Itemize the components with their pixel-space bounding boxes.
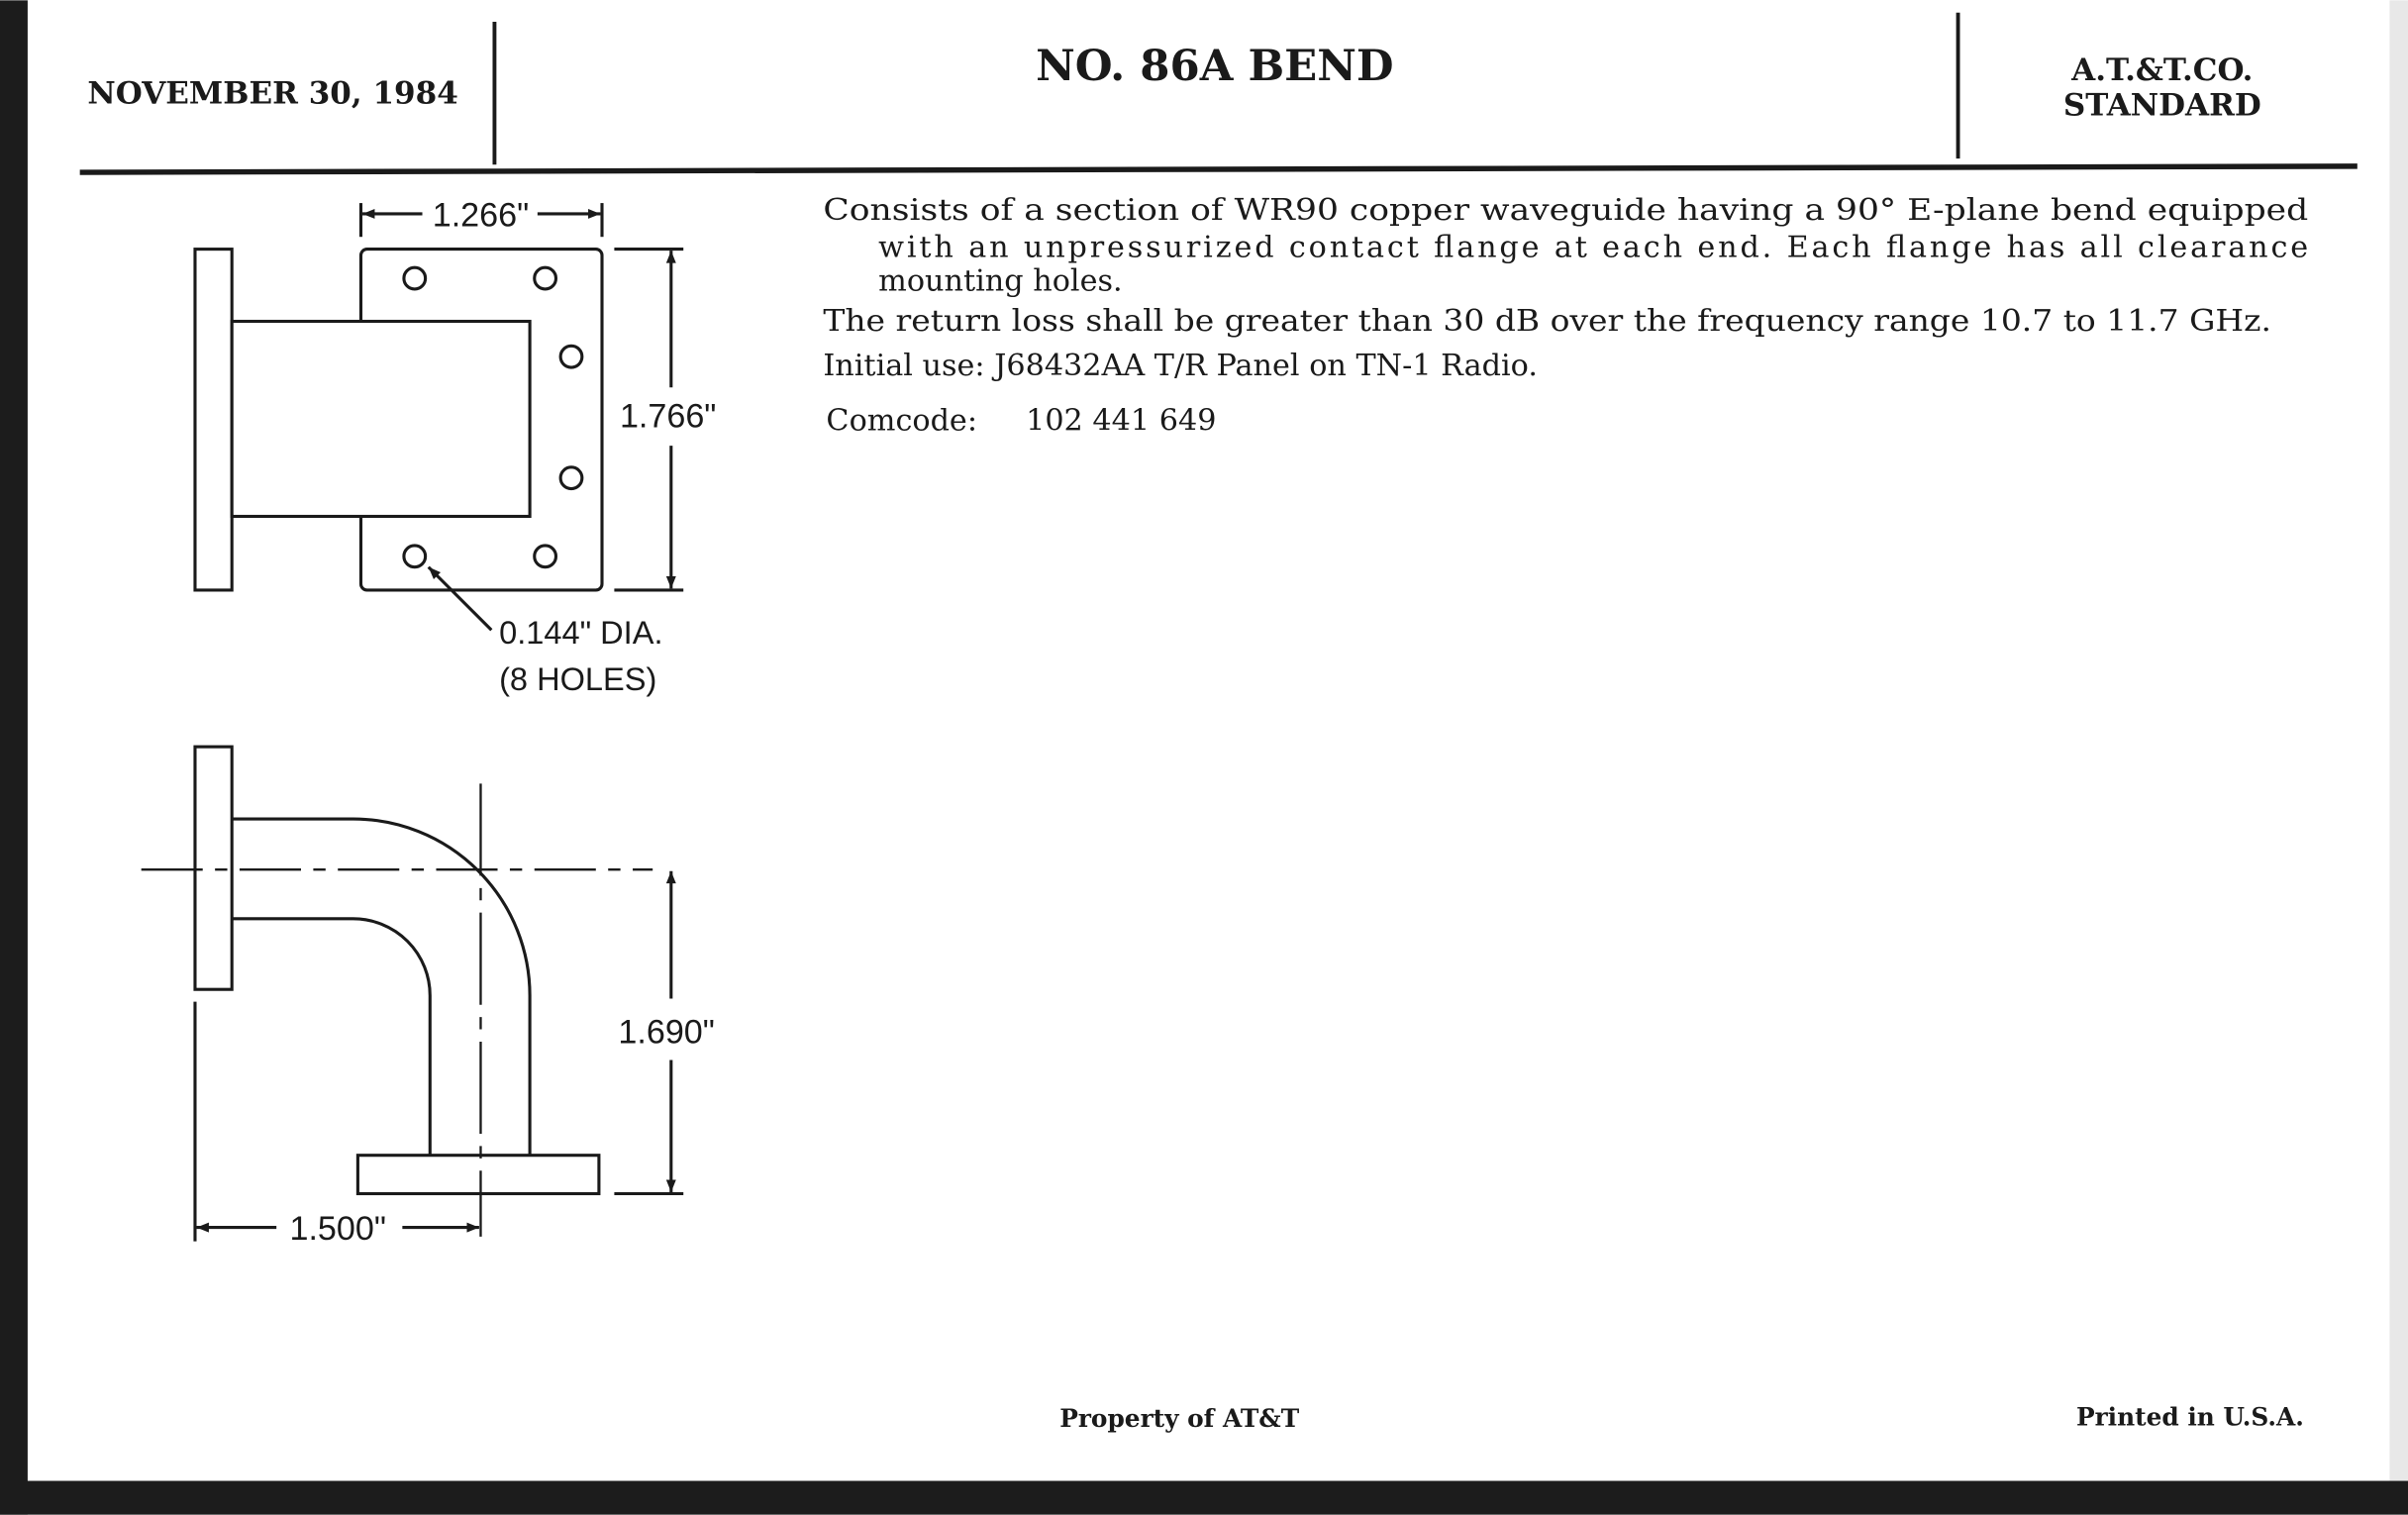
- comcode-value: 102 441 649: [1026, 404, 1216, 439]
- waveguide-body: [230, 319, 532, 519]
- standard-label: A.T.&T.CO.: [2070, 52, 2253, 88]
- top-view-drawing: 1.266" 1.766" 0.144" DIA. (8 HOLES): [193, 196, 716, 697]
- page-title: NO. 86A BEND: [1036, 41, 1393, 91]
- bottom-flange: [355, 1154, 601, 1196]
- hole: [402, 544, 428, 569]
- left-flange: [193, 745, 234, 991]
- initial-use-text: Initial use: J68432AA T/R Panel on TN-1 …: [823, 349, 1538, 383]
- comcode-label: Comcode:: [826, 404, 977, 439]
- hole-note: 0.144" DIA.: [499, 615, 662, 651]
- hole: [533, 544, 558, 569]
- side-view-drawing: 1.690" 1.500": [141, 745, 715, 1248]
- width-dimension: 1.266": [433, 196, 529, 234]
- scan-border-right: [2389, 0, 2408, 1481]
- header-rule: [79, 163, 2358, 175]
- bend-height-dimension: 1.690": [618, 1013, 714, 1051]
- bend-width-dimension: 1.500": [289, 1210, 385, 1248]
- return-loss-text: The return loss shall be greater than 30…: [823, 304, 2271, 339]
- document-date: NOVEMBER 30, 1984: [87, 75, 457, 111]
- description-text: Consists of a section of WR90 copper wav…: [823, 193, 2308, 228]
- footer-printed: Printed in U.S.A.: [2076, 1403, 2304, 1432]
- description-text: mounting holes.: [878, 263, 1122, 298]
- standard-label: STANDARD: [2063, 88, 2261, 124]
- description: Consists of a section of WR90 copper wav…: [823, 193, 2308, 438]
- footer-property: Property of AT&T: [1059, 1404, 1299, 1433]
- scan-border-left: [0, 0, 28, 1515]
- hole: [533, 265, 558, 291]
- description-text: with an unpressurized contact flange at …: [878, 230, 2308, 264]
- hole-note: (8 HOLES): [499, 661, 656, 697]
- scan-border-bottom: [0, 1480, 2408, 1515]
- height-dimension: 1.766": [620, 398, 716, 436]
- hole: [402, 265, 428, 291]
- mounting-holes: [402, 265, 584, 569]
- hole: [558, 465, 584, 491]
- hole: [558, 344, 584, 369]
- bend-inner-wall: [232, 917, 432, 1156]
- left-flange: [193, 248, 234, 592]
